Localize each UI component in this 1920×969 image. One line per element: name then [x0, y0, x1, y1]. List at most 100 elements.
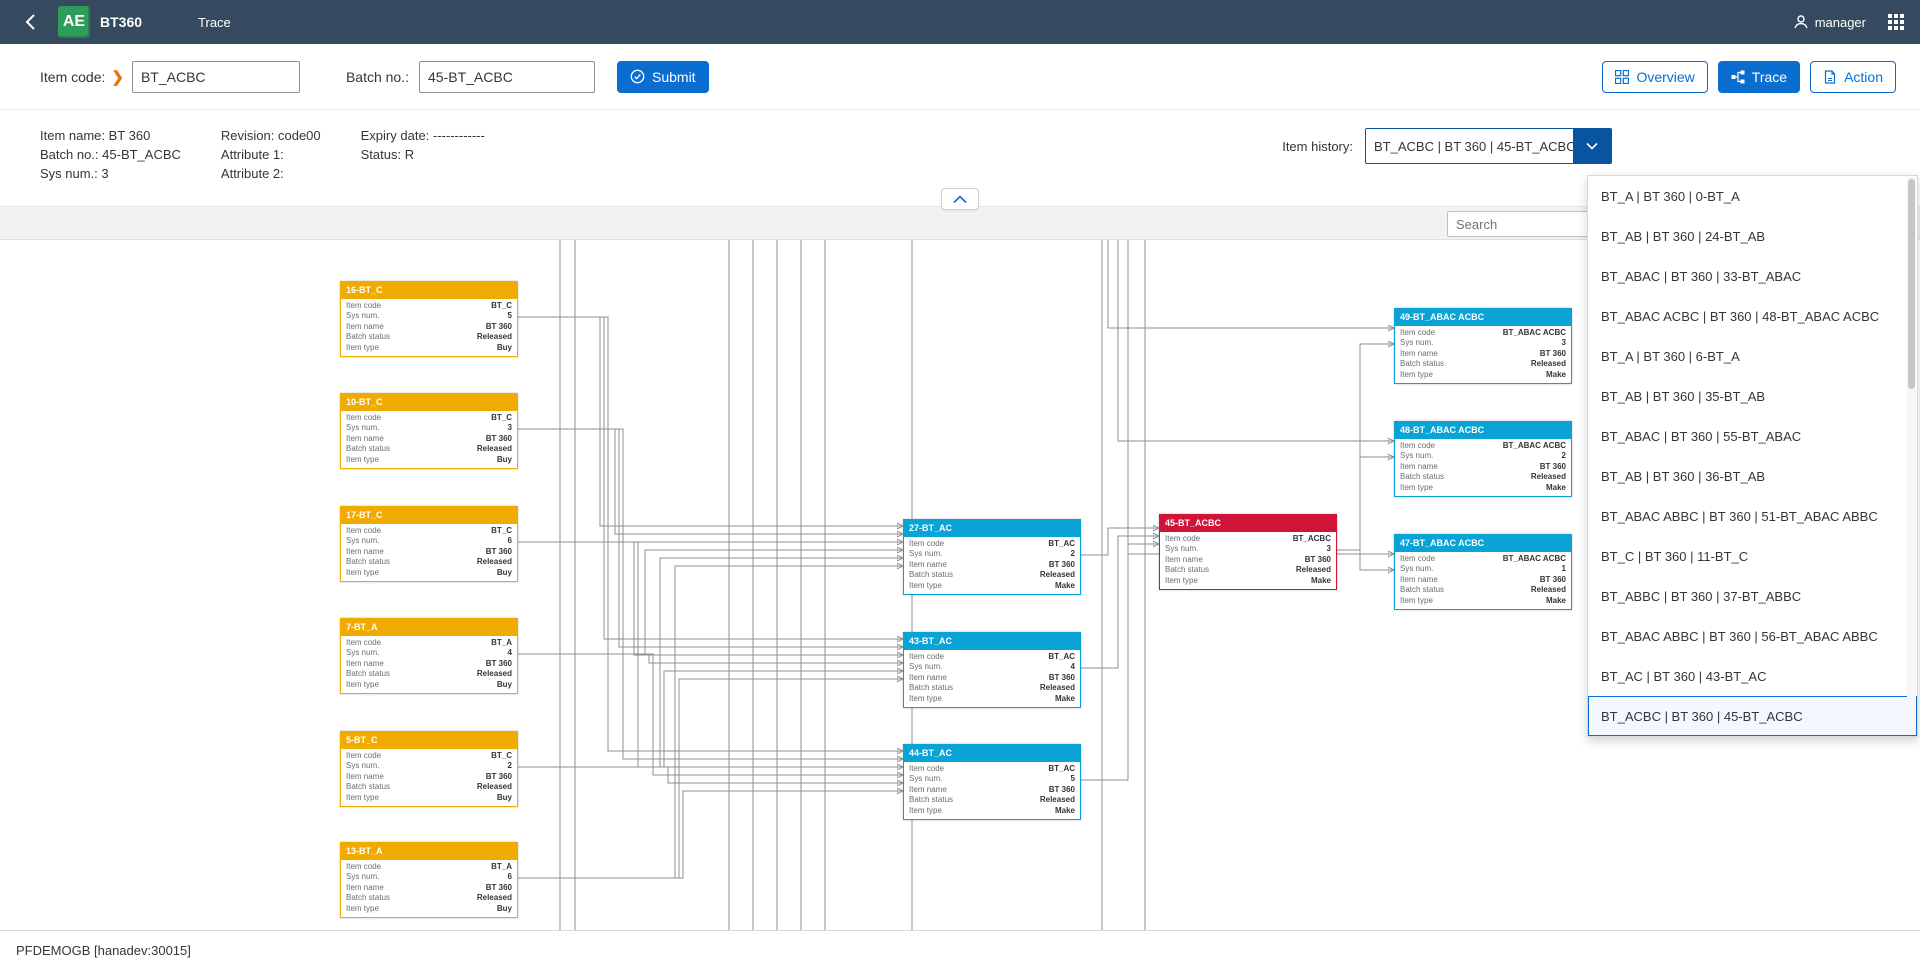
batch-no-label: Batch no.: — [345, 68, 409, 85]
app-launcher-icon[interactable] — [1888, 14, 1904, 30]
user-name: manager — [1814, 14, 1866, 30]
submit-label: Submit — [652, 68, 696, 85]
menu-item-trace[interactable]: Trace — [198, 14, 231, 30]
item-history-field: Item history: BT_ACBC | BT 360 | 45-BT_A… — [1282, 128, 1612, 164]
history-option[interactable]: BT_ABAC | BT 360 | 33-BT_ABAC — [1601, 269, 1802, 284]
node-title: 17-BT_C — [341, 507, 517, 524]
batch-no-input[interactable] — [419, 60, 595, 93]
history-option[interactable]: BT_ABAC | BT 360 | 55-BT_ABAC — [1601, 429, 1802, 444]
info-column-2: Revision: code00 Attribute 1: Attribute … — [221, 126, 321, 183]
submit-button[interactable]: Submit — [617, 60, 709, 93]
info-column-3: Expiry date: ------------ Status: R — [361, 126, 485, 183]
node-title: 16-BT_C — [341, 282, 517, 299]
node-field-row: Sys num.4 — [909, 662, 1075, 672]
history-option[interactable]: BT_AB | BT 360 | 24-BT_AB — [1601, 229, 1766, 244]
history-option[interactable]: BT_C | BT 360 | 11-BT_C — [1601, 549, 1749, 564]
connection-info: PFDEMOGB [hanadev:30015] — [16, 942, 191, 958]
history-option[interactable]: BT_A | BT 360 | 6-BT_A — [1601, 349, 1740, 364]
history-option[interactable]: BT_AB | BT 360 | 35-BT_AB — [1601, 389, 1766, 404]
item-history-value: BT_ACBC | BT 360 | 45-BT_ACBC — [1374, 138, 1573, 154]
history-option[interactable]: BT_ABAC ABBC | BT 360 | 51-BT_ABAC ABBC — [1601, 509, 1878, 524]
dropdown-scrollbar[interactable] — [1907, 177, 1916, 735]
info-revision: Revision: code00 — [220, 128, 321, 143]
back-button[interactable] — [16, 8, 44, 36]
status-bar: PFDEMOGB [hanadev:30015] — [0, 930, 1920, 969]
history-option[interactable]: BT_ABAC ACBC | BT 360 | 48-BT_ABAC ACBC — [1601, 309, 1880, 324]
shell-bar: AE BT360 Trace manager — [0, 0, 1920, 44]
trace-network-icon — [1731, 70, 1745, 83]
history-option[interactable]: BT_AB | BT 360 | 36-BT_AB — [1601, 469, 1766, 484]
history-option[interactable]: BT_AC | BT 360 | 43-BT_AC — [1601, 669, 1767, 684]
item-code-input[interactable] — [131, 60, 300, 93]
node-title: 48-BT_ABAC ACBC — [1395, 422, 1571, 439]
user-menu[interactable]: manager — [1793, 14, 1866, 30]
history-option[interactable]: BT_ACBC | BT 360 | 45-BT_ACBC — [1588, 696, 1917, 736]
info-sys-num: Sys num.: 3 — [40, 166, 109, 181]
node-title: 47-BT_ABAC ACBC — [1395, 535, 1571, 552]
node-field-row: Sys num.3 — [346, 423, 512, 433]
search-input[interactable] — [1447, 211, 1593, 237]
filter-toolbar: Item code: ❯ Batch no.: Submit Overview — [0, 44, 1920, 110]
graph-node-48-BT_ABAC ACBC[interactable]: 48-BT_ABAC ACBCItem codeBT_ABAC ACBCSys … — [1394, 421, 1572, 498]
item-history-select[interactable]: BT_ACBC | BT 360 | 45-BT_ACBC — [1365, 128, 1612, 164]
node-field-row: Sys num.2 — [909, 549, 1075, 559]
history-option[interactable]: BT_ABAC ABBC | BT 360 | 56-BT_ABAC ABBC — [1601, 629, 1878, 644]
overview-icon — [1615, 69, 1630, 84]
graph-node-47-BT_ABAC ACBC[interactable]: 47-BT_ABAC ACBCItem codeBT_ABAC ACBCSys … — [1394, 534, 1572, 611]
history-option[interactable]: BT_ABBC | BT 360 | 37-BT_ABBC — [1601, 589, 1802, 604]
item-history-dropdown-toggle[interactable] — [1573, 129, 1611, 163]
shell-right: manager — [1793, 14, 1904, 30]
node-field-row: Sys num.4 — [346, 648, 512, 658]
overview-button[interactable]: Overview — [1602, 60, 1708, 93]
history-option[interactable]: BT_A | BT 360 | 0-BT_A — [1601, 189, 1740, 204]
info-status: Status: R — [360, 147, 415, 162]
trace-button[interactable]: Trace — [1717, 60, 1801, 93]
graph-node-49-BT_ABAC ACBC[interactable]: 49-BT_ABAC ACBCItem codeBT_ABAC ACBCSys … — [1394, 308, 1572, 385]
collapse-panel-button[interactable] — [941, 188, 979, 210]
action-button[interactable]: Action — [1810, 60, 1896, 93]
mandatory-chevron-icon: ❯ — [111, 68, 124, 86]
node-field-row: Sys num.6 — [346, 872, 512, 882]
info-column-1: Item name: BT 360 Batch no.: 45-BT_ACBC … — [40, 126, 181, 183]
item-history-dropdown-list: BT_A | BT 360 | 0-BT_A BT_AB | BT 360 | 2… — [1587, 175, 1918, 737]
